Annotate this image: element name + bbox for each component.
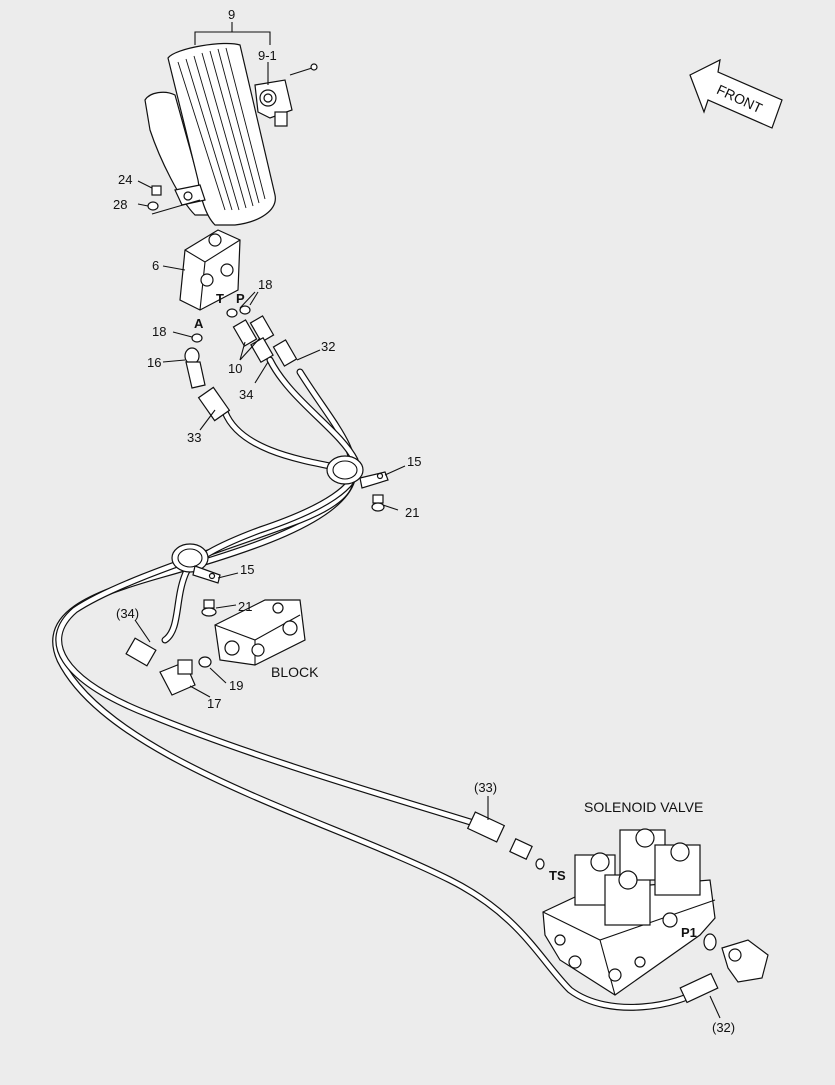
label-28: 28 — [113, 197, 127, 212]
solenoid-valve-assembly — [542, 828, 716, 996]
o-ring-18c — [239, 305, 251, 315]
o-ring-19 — [198, 656, 212, 668]
bolt-21-upper — [371, 494, 385, 512]
o-ring-p1 — [703, 933, 717, 951]
label-16: 16 — [147, 355, 161, 370]
label-33: 33 — [187, 430, 201, 445]
accelerator-pedal — [144, 42, 276, 226]
pedal-valve-block — [179, 229, 241, 311]
distribution-block — [214, 599, 306, 666]
port-p1: P1 — [681, 925, 697, 940]
label-10: 10 — [228, 361, 242, 376]
hose-34-end — [125, 637, 157, 667]
label-17: 17 — [207, 696, 221, 711]
fitting-10 — [232, 315, 298, 367]
label-21-lower: 21 — [238, 599, 252, 614]
label-24: 24 — [118, 172, 132, 187]
o-ring-18b — [226, 308, 238, 318]
label-19: 19 — [229, 678, 243, 693]
part-labels: 9 9-1 24 28 6 18 18 16 10 34 32 33 15 21… — [113, 7, 735, 1035]
port-ts: TS — [549, 868, 566, 883]
elbow-p1 — [721, 939, 769, 983]
label-21-upper: 21 — [405, 505, 419, 520]
leader-lines — [134, 22, 721, 1019]
hose-32-end-fitting — [679, 972, 719, 1004]
clamp-15-upper — [326, 455, 389, 489]
o-ring-18a — [191, 333, 203, 343]
label-18-upper: 18 — [258, 277, 272, 292]
captions: BLOCK SOLENOID VALVE — [271, 664, 703, 815]
label-32: 32 — [321, 339, 335, 354]
label-6: 6 — [152, 258, 159, 273]
label-33-ref: (33) — [474, 780, 497, 795]
port-labels: T P A TS P1 — [194, 291, 697, 940]
solenoid-valve-caption: SOLENOID VALVE — [584, 799, 703, 815]
front-arrow-icon: FRONT — [689, 58, 783, 129]
label-34: 34 — [239, 387, 253, 402]
clamp-15-lower — [171, 543, 221, 584]
port-p: P — [236, 291, 245, 306]
hose-33-end — [197, 386, 231, 422]
pedal-sensor — [254, 63, 318, 127]
hose-33-end-fitting — [466, 811, 545, 870]
port-a: A — [194, 316, 204, 331]
block-caption: BLOCK — [271, 664, 319, 680]
elbow-16 — [184, 347, 206, 389]
label-15-lower: 15 — [240, 562, 254, 577]
label-15-upper: 15 — [407, 454, 421, 469]
bolt-21-lower — [201, 599, 217, 617]
fitting-17 — [159, 659, 196, 696]
bolt-24 — [147, 185, 162, 211]
label-18-lower: 18 — [152, 324, 166, 339]
port-t: T — [216, 291, 224, 306]
label-9-1: 9-1 — [258, 48, 277, 63]
label-34-ref: (34) — [116, 606, 139, 621]
label-9: 9 — [228, 7, 235, 22]
label-32-ref: (32) — [712, 1020, 735, 1035]
